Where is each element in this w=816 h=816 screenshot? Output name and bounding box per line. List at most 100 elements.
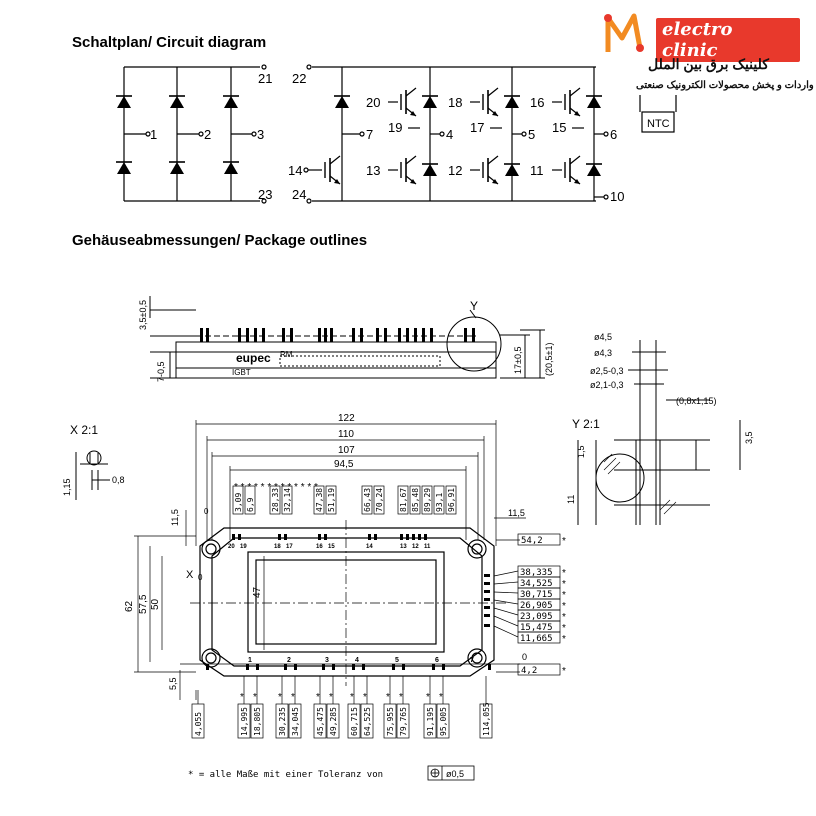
side-dim-20-5: (20,5±1) xyxy=(544,343,554,376)
terminal-24: 24 xyxy=(292,187,306,202)
detail-y-dim-11: 11 xyxy=(566,495,576,504)
logo-persian-subtitle: واردات و پخش محصولات الکترونیک صنعتی xyxy=(636,80,814,91)
bottom-star-marks: ** ** ** ** ** ** xyxy=(240,692,443,703)
svg-text:*: * xyxy=(291,692,295,703)
right-dim-4-2: 4,2 xyxy=(521,666,537,676)
terminal-7: 7 xyxy=(366,127,373,142)
terminal-13: 13 xyxy=(366,163,380,178)
top-view-pins-top xyxy=(232,534,427,540)
top-dim-93-1: 93,1 xyxy=(435,493,444,512)
side-dim-7: 7-0,5 xyxy=(156,361,166,382)
logo-name: electro clinic xyxy=(656,18,800,62)
zero-left: 0 xyxy=(198,573,203,582)
side-view-marking-rm: RM xyxy=(280,350,293,359)
bottom-dim-95-005: 95,005 xyxy=(439,707,448,736)
detail-x-dim-0-8: 0,8 xyxy=(112,475,125,485)
footnote-text: * = alle Maße mit einer Toleranz von xyxy=(188,770,383,780)
zero-top: 0 xyxy=(204,507,209,516)
detail-y-label: Y 2:1 xyxy=(572,417,600,431)
svg-text:*: * xyxy=(562,536,566,547)
top-dim-81-67: 81,67 xyxy=(399,488,408,512)
svg-text:*: * xyxy=(363,692,367,703)
right-dim-23-095: 23,095 xyxy=(520,612,553,622)
top-dim-6-9: 6,9 xyxy=(246,497,255,512)
svg-text:*: * xyxy=(399,692,403,703)
svg-text:*: * xyxy=(386,692,390,703)
dim-50: 50 xyxy=(150,598,161,610)
svg-text:*: * xyxy=(562,590,566,601)
detail-y-dim-3-5: 3,5 xyxy=(744,431,754,444)
top-view-pins-bottom xyxy=(206,664,491,670)
svg-text:*: * xyxy=(562,568,566,579)
terminal-4: 4 xyxy=(446,127,453,142)
detail-x-label: X 2:1 xyxy=(70,423,98,437)
x-marker: X xyxy=(186,569,194,581)
svg-text:*: * xyxy=(562,579,566,590)
svg-text:*: * xyxy=(439,692,443,703)
top-dim-32-14: 32,14 xyxy=(283,488,292,512)
top-dim-96-91: 96,91 xyxy=(447,488,456,512)
side-dim-3-5: 3,5±0,5 xyxy=(138,300,148,330)
top-pin-12: 12 xyxy=(412,544,419,550)
terminal-11: 11 xyxy=(530,163,544,178)
svg-text:*: * xyxy=(562,623,566,634)
detail-y-pin-size: (0,8x1,15) xyxy=(676,396,717,406)
detail-y-d2-5: ø2,5-0,3 xyxy=(590,366,624,376)
svg-text:*: * xyxy=(240,692,244,703)
detail-y-marker: Y xyxy=(470,299,478,313)
terminal-14: 14 xyxy=(288,163,302,178)
bottom-dim-4-055: 4,055 xyxy=(194,712,203,736)
svg-text:*: * xyxy=(562,634,566,645)
dim-57-5: 57,5 xyxy=(138,594,149,614)
top-view-right-pins xyxy=(484,574,490,627)
detail-y-d4-5: ø4,5 xyxy=(594,332,612,342)
bottom-pin-7: 7 xyxy=(470,657,474,664)
terminal-5: 5 xyxy=(528,127,535,142)
dim-left-11-5: 11,5 xyxy=(170,509,180,526)
terminal-19: 19 xyxy=(388,120,402,135)
right-dim-34-525: 34,525 xyxy=(520,579,553,589)
detail-y-dim-1-5: 1,5 xyxy=(576,445,586,458)
terminal-2: 2 xyxy=(204,127,211,142)
terminal-21: 21 xyxy=(258,71,272,86)
terminal-15: 15 xyxy=(552,120,566,135)
top-pin-16: 16 xyxy=(316,544,323,550)
logo-persian-title: کلینیک برق بین الملل xyxy=(648,56,769,72)
top-pin-20: 20 xyxy=(228,544,235,550)
bottom-pin-5: 5 xyxy=(395,657,399,664)
dim-110: 110 xyxy=(338,429,354,440)
bottom-pin-4: 4 xyxy=(355,657,359,664)
detail-y-d2-1: ø2,1-0,3 xyxy=(590,380,624,390)
circuit-diagram-heading: Schaltplan/ Circuit diagram xyxy=(72,34,267,51)
bottom-dim-75-955: 75,955 xyxy=(386,707,395,736)
terminal-22: 22 xyxy=(292,71,306,86)
top-dim-3-09: 3,09 xyxy=(234,493,243,512)
bottom-pin-6: 6 xyxy=(435,657,439,664)
ntc-label: NTC xyxy=(647,118,670,130)
top-view-center-lines xyxy=(190,520,506,686)
bottom-dim-114-055: 114,055 xyxy=(482,702,491,736)
top-dim-47-38: 47,38 xyxy=(315,488,324,512)
terminal-17: 17 xyxy=(470,120,484,135)
side-view-brand: eupec xyxy=(236,351,271,365)
right-dim-30-715: 30,715 xyxy=(520,590,553,600)
top-dim-51-19: 51,19 xyxy=(327,488,336,512)
dim-47: 47 xyxy=(252,586,263,598)
top-dim-89-29: 89,29 xyxy=(423,488,432,512)
dim-94-5: 94,5 xyxy=(334,459,354,470)
terminal-10: 10 xyxy=(610,189,624,204)
svg-text:*: * xyxy=(278,692,282,703)
bottom-dim-boxes xyxy=(191,676,493,739)
right-dim-38-335: 38,335 xyxy=(520,568,553,578)
tolerance-frame xyxy=(427,765,475,781)
detail-y-d4-3: ø4,3 xyxy=(594,348,612,358)
dim-62: 62 xyxy=(124,600,135,612)
bottom-dim-34-045: 34,045 xyxy=(291,707,300,736)
right-dim-26-905: 26,905 xyxy=(520,601,553,611)
dim-5-5: 5,5 xyxy=(168,677,178,690)
tolerance-value: ø0,5 xyxy=(446,769,464,779)
terminal-6: 6 xyxy=(610,127,617,142)
top-star-marks: * * * * * * * * * * * * * xyxy=(234,482,318,493)
top-view-dimension-lines xyxy=(134,420,526,700)
